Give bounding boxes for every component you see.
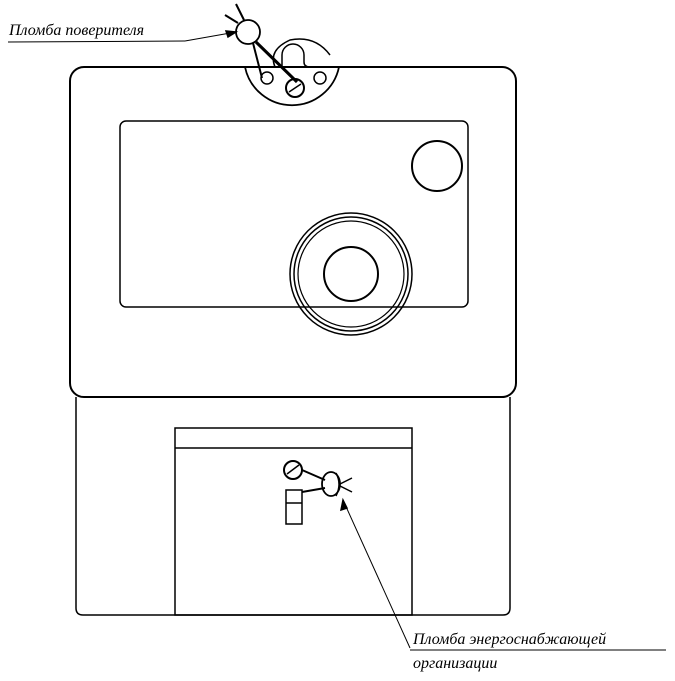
display-window [119, 120, 469, 336]
indicator-circle [411, 140, 463, 192]
verifier-seal-label: Пломба поверителя [9, 22, 145, 39]
energy-seal-label-line1: Пломба энергоснабжающей [413, 631, 607, 648]
seal-icon [235, 19, 261, 45]
verifier-seal-assembly [7, 3, 340, 107]
rotating-disk [289, 212, 413, 336]
meter-body [69, 66, 517, 616]
terminal-cover [174, 427, 666, 651]
energy-seal-label-line2: организации [413, 655, 498, 672]
